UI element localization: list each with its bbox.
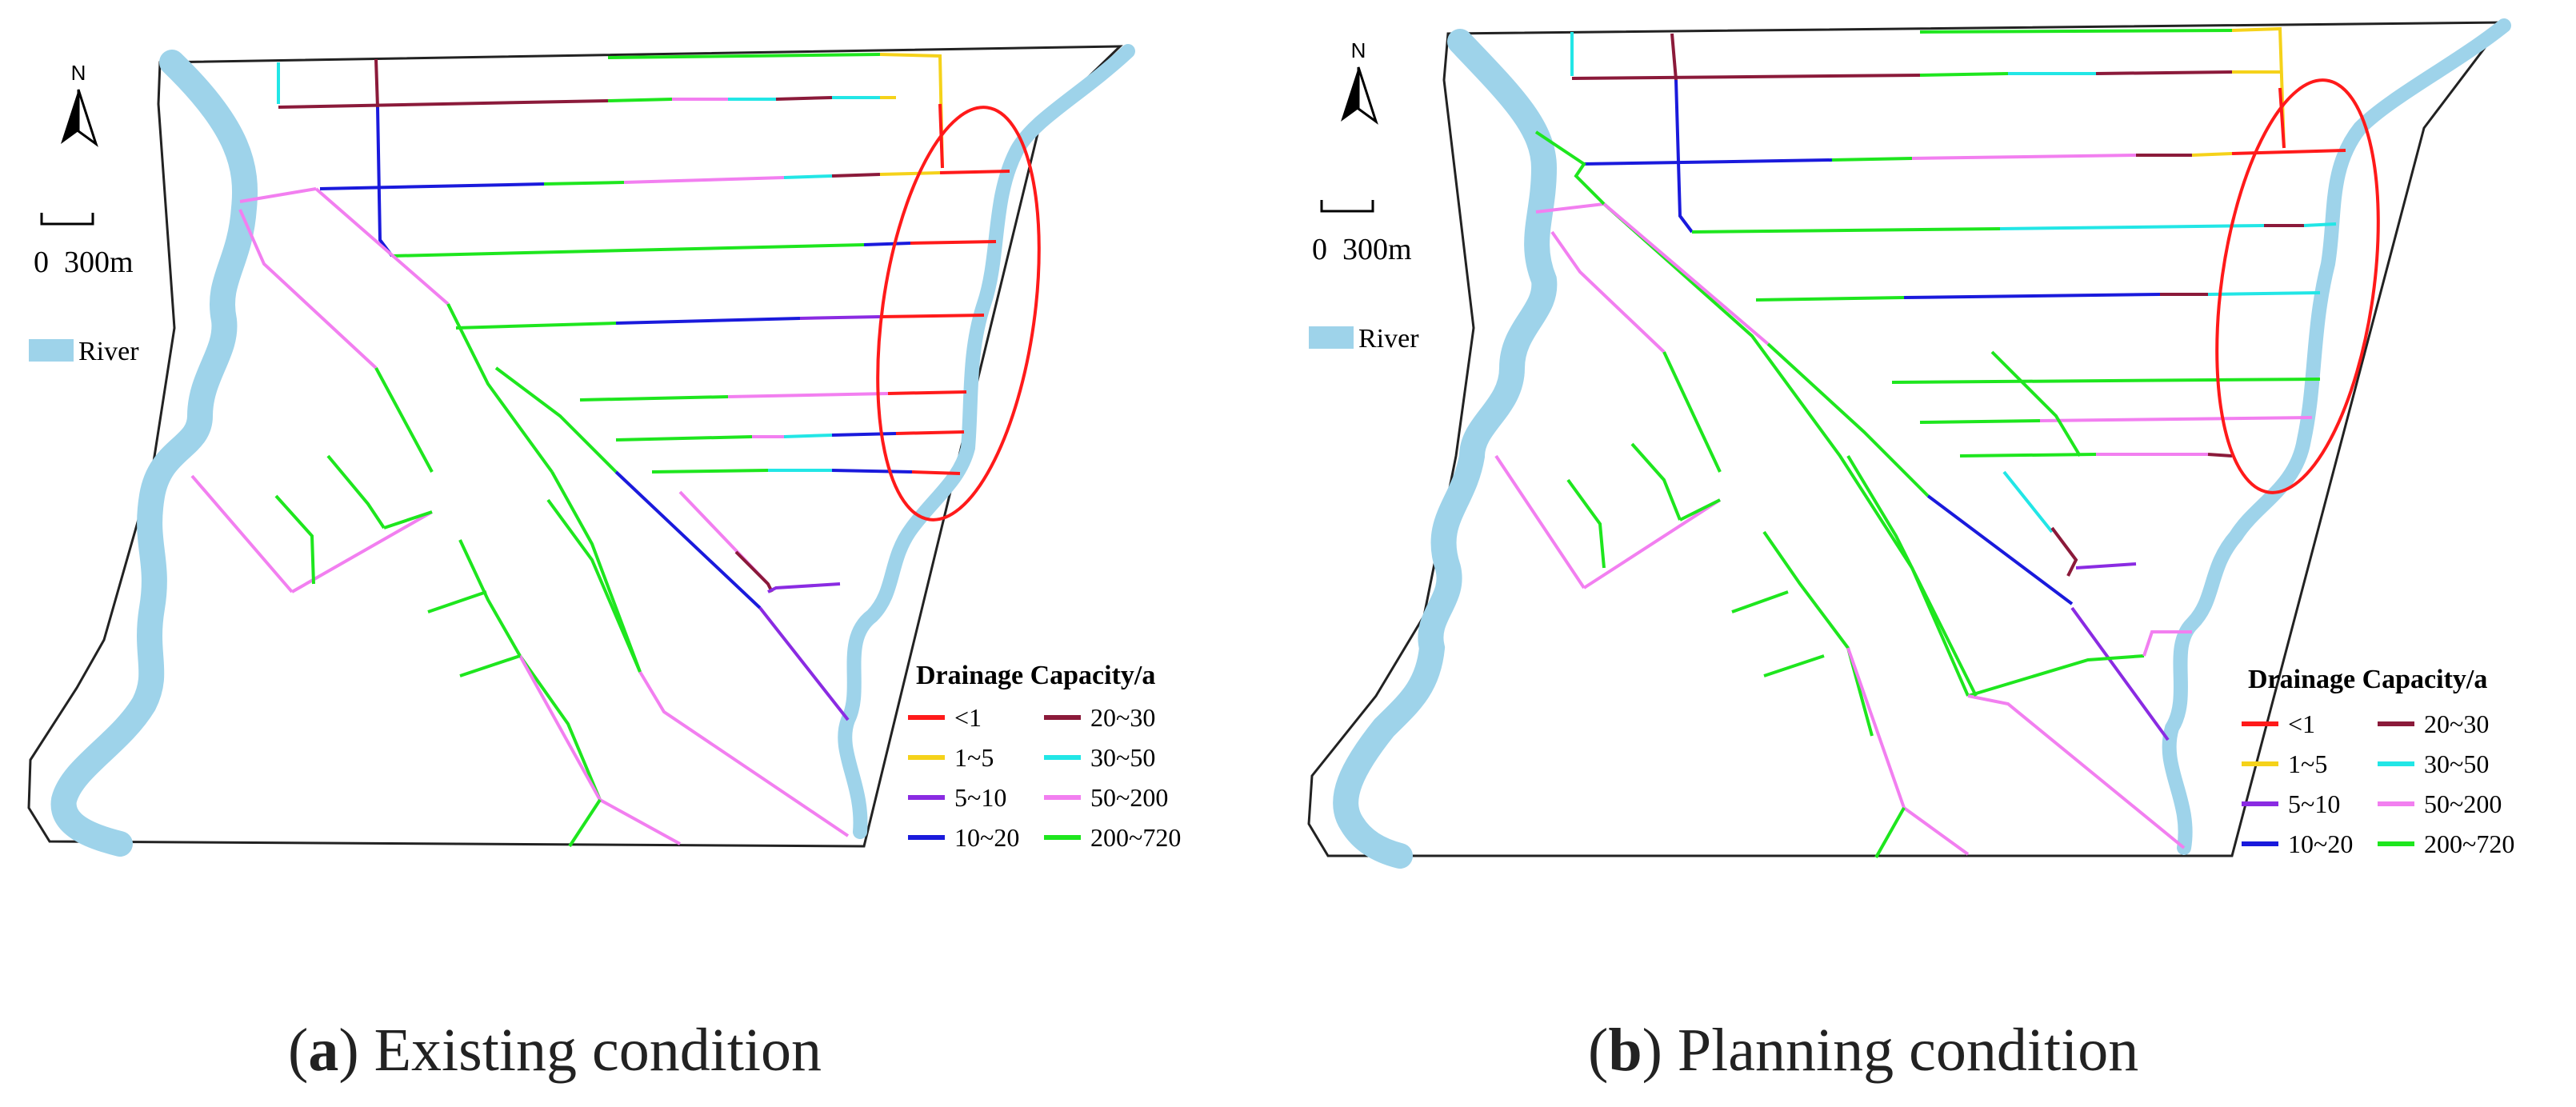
highlight-ellipse xyxy=(876,106,1041,522)
caption-letter: b xyxy=(1608,1017,1642,1084)
scale-bar: 0 300m xyxy=(34,213,134,279)
legend-label: 10~20 xyxy=(2288,829,2353,858)
legend-label: 5~10 xyxy=(2288,789,2340,818)
legend-label: 50~200 xyxy=(2424,789,2502,818)
legend-label: 10~20 xyxy=(954,823,1019,852)
legend-title: Drainage Capacity/a xyxy=(2248,665,2487,694)
caption-text: Existing condition xyxy=(374,1017,822,1084)
legend-label: <1 xyxy=(2288,709,2315,738)
legend-label: 30~50 xyxy=(1090,743,1155,772)
caption-text: Planning condition xyxy=(1677,1017,2139,1084)
legend-label: 5~10 xyxy=(954,783,1006,812)
legend-label: 20~30 xyxy=(2424,709,2489,738)
legend-label: 200~720 xyxy=(1090,823,1181,852)
north-label: N xyxy=(1351,38,1366,62)
legend-label: 1~5 xyxy=(954,743,994,772)
drainage-network xyxy=(1494,26,2346,858)
drainage-network xyxy=(190,53,1010,848)
river-west xyxy=(1333,29,1558,869)
panel-a-map: N 0 300m River Drainage Capacity/a <1 20~… xyxy=(27,44,1181,857)
north-arrow-icon: N xyxy=(1339,38,1378,123)
river-east xyxy=(838,44,1135,839)
north-label: N xyxy=(71,61,86,85)
study-area-boundary xyxy=(1307,21,2507,857)
legend-label: <1 xyxy=(954,703,982,732)
legend-title: Drainage Capacity/a xyxy=(916,661,1155,690)
scale-label: 0 300m xyxy=(1312,233,1412,266)
river-legend: River xyxy=(29,337,139,366)
scale-label: 0 300m xyxy=(34,246,134,279)
legend-label: 30~50 xyxy=(2424,749,2489,778)
river-west xyxy=(50,50,258,857)
legend-label: 20~30 xyxy=(1090,703,1155,732)
caption-b: (b) Planning condition xyxy=(1588,1017,2139,1084)
panel-b-map: N 0 300m River Drainage Capacity/a <1 20~… xyxy=(1307,18,2514,869)
scale-bar: 0 300m xyxy=(1312,200,1412,266)
river-east xyxy=(2162,18,2511,855)
legend-label: 50~200 xyxy=(1090,783,1168,812)
capacity-legend: Drainage Capacity/a <1 20~30 1~5 30~50 5~10 5… xyxy=(2242,665,2514,858)
highlight-ellipse xyxy=(2215,78,2380,494)
legend-label: 1~5 xyxy=(2288,749,2327,778)
legend-label: 200~720 xyxy=(2424,829,2514,858)
caption-a: (a) Existing condition xyxy=(288,1017,822,1084)
caption-letter: a xyxy=(308,1017,339,1084)
capacity-legend: Drainage Capacity/a <1 20~30 1~5 30~50 5~10 5… xyxy=(908,661,1181,852)
river-legend: River xyxy=(1309,324,1419,354)
river-legend-label: River xyxy=(78,337,139,366)
river-legend-label: River xyxy=(1358,324,1419,354)
north-arrow-icon: N xyxy=(59,61,98,146)
